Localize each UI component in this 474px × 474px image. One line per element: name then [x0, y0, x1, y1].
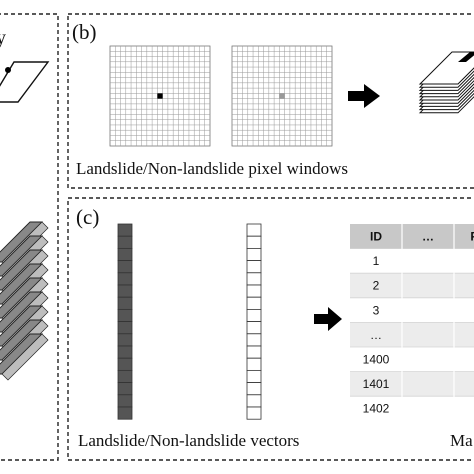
table-header-cell: ID [370, 230, 382, 244]
vector-cell [117, 235, 133, 249]
vector-cell [246, 247, 262, 261]
panel-b-caption: Landslide/Non-landslide pixel windows [76, 159, 348, 178]
layer-stack-icon [0, 221, 49, 381]
panel-b-border [67, 13, 474, 189]
vector-cell [246, 357, 262, 371]
table-header-cell: … [422, 230, 434, 244]
vector-cell [117, 345, 133, 359]
panel-b: (b) Landslide/Non-landslide pixel window… [67, 13, 474, 189]
sample-point-icon [5, 67, 11, 73]
vector-cell [246, 223, 262, 237]
vector-cell [246, 296, 262, 310]
vector-cell [117, 321, 133, 335]
vector-cell [246, 260, 262, 274]
stack-marker [458, 52, 474, 62]
vector-cell [117, 369, 133, 383]
table-header-cell: F [470, 230, 474, 244]
panel-c-label: (c) [76, 205, 99, 229]
stack-layer-edge [1, 333, 49, 381]
table-row [350, 371, 474, 397]
vector-cell [246, 394, 262, 408]
vector-cell [246, 406, 262, 420]
vector-cell [246, 382, 262, 396]
vector-cell [117, 296, 133, 310]
table-cell: 3 [373, 303, 380, 317]
vector-cell [246, 284, 262, 298]
table-row [350, 248, 474, 274]
table-row [350, 273, 474, 298]
panel-c-partial-caption: Ma [450, 431, 473, 450]
non-landslide-pixel-window [231, 45, 333, 147]
vector-cell [246, 333, 262, 347]
layer-stack-icon [418, 51, 474, 114]
vector-cell [246, 369, 262, 383]
right-arrow-icon [314, 307, 342, 331]
table-header [350, 224, 474, 249]
vector-cell [117, 357, 133, 371]
table-cell: 2 [373, 279, 380, 293]
center-pixel [157, 93, 163, 99]
panel-c: (c) ID … F 1 2 3 … 1400 1401 1402 Landslide/Non-l… [67, 197, 474, 461]
panel-b-label: (b) [72, 20, 97, 44]
vector-cell [246, 308, 262, 322]
table-row [350, 396, 474, 421]
panel-c-caption: Landslide/Non-landslide vectors [78, 431, 299, 450]
table-row [350, 347, 474, 372]
table-cell: … [370, 328, 382, 342]
panel-c-border [67, 197, 474, 461]
vector-cell [117, 308, 133, 322]
study-area-plane [0, 61, 50, 103]
table-row [350, 322, 474, 347]
vector-cell [117, 333, 133, 347]
vector-cell [246, 321, 262, 335]
sample-table: ID … F 1 2 3 … 1400 1401 1402 [350, 224, 474, 421]
table-row [350, 297, 474, 323]
table-cell: 1401 [363, 377, 390, 391]
non-landslide-vector [246, 223, 262, 420]
table-cell: 1402 [363, 402, 390, 416]
vector-cell [117, 284, 133, 298]
vector-cell [117, 382, 133, 396]
landslide-vector [117, 223, 133, 420]
vector-cell [117, 260, 133, 274]
vector-cell [246, 345, 262, 359]
panel-a-border [0, 13, 59, 461]
vector-cell [117, 272, 133, 286]
vector-cell [246, 235, 262, 249]
vector-cell [117, 406, 133, 420]
vector-cell [117, 223, 133, 237]
landslide-pixel-window [109, 45, 211, 147]
table-cell: 1400 [363, 353, 390, 367]
vector-cell [117, 247, 133, 261]
center-pixel [279, 93, 285, 99]
panel-a: y [0, 13, 59, 461]
right-arrow-icon [348, 84, 380, 108]
table-cell: 1 [373, 254, 380, 268]
vector-cell [117, 394, 133, 408]
vector-cell [246, 272, 262, 286]
panel-a-partial-label: y [0, 27, 6, 49]
